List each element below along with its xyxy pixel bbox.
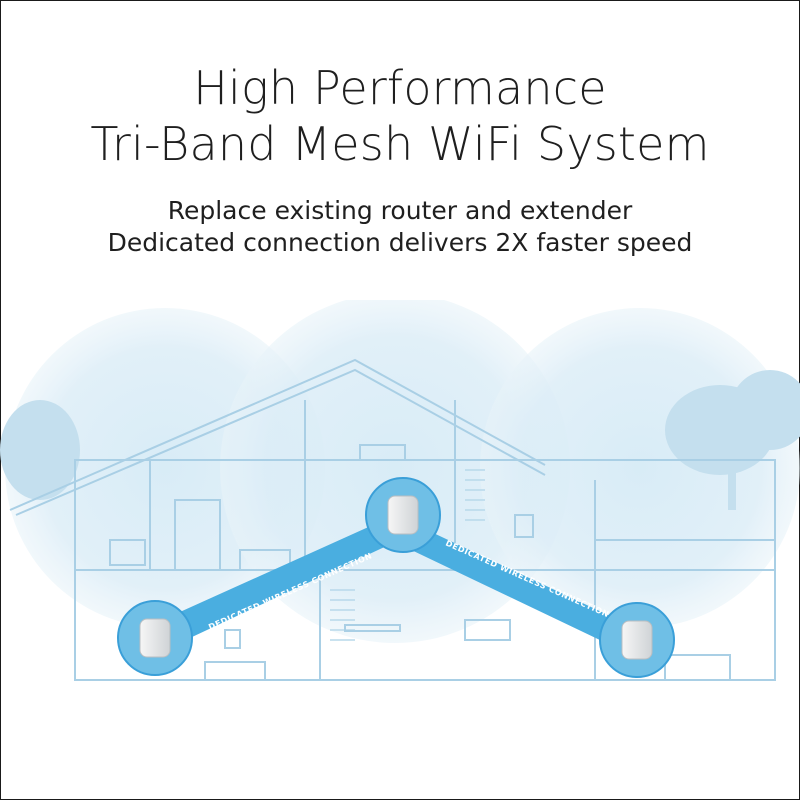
headline-line-2: Tri-Band Mesh WiFi System xyxy=(90,117,710,171)
subheadline-line-1: Replace existing router and extender xyxy=(167,196,633,225)
tree-icon xyxy=(0,370,800,510)
satellite-unit-icon xyxy=(599,602,675,678)
house-outline-icon xyxy=(9,358,776,681)
router-unit-icon xyxy=(365,477,441,553)
coverage-zones xyxy=(5,300,800,643)
subheadline-line-2: Dedicated connection delivers 2X faster … xyxy=(107,228,693,257)
mesh-house-diagram: DEDICATED WIRELESS CONNECTION DEDICATED … xyxy=(0,300,800,681)
satellite-unit-icon xyxy=(117,600,193,676)
headline-line-1: High Performance xyxy=(193,61,607,115)
